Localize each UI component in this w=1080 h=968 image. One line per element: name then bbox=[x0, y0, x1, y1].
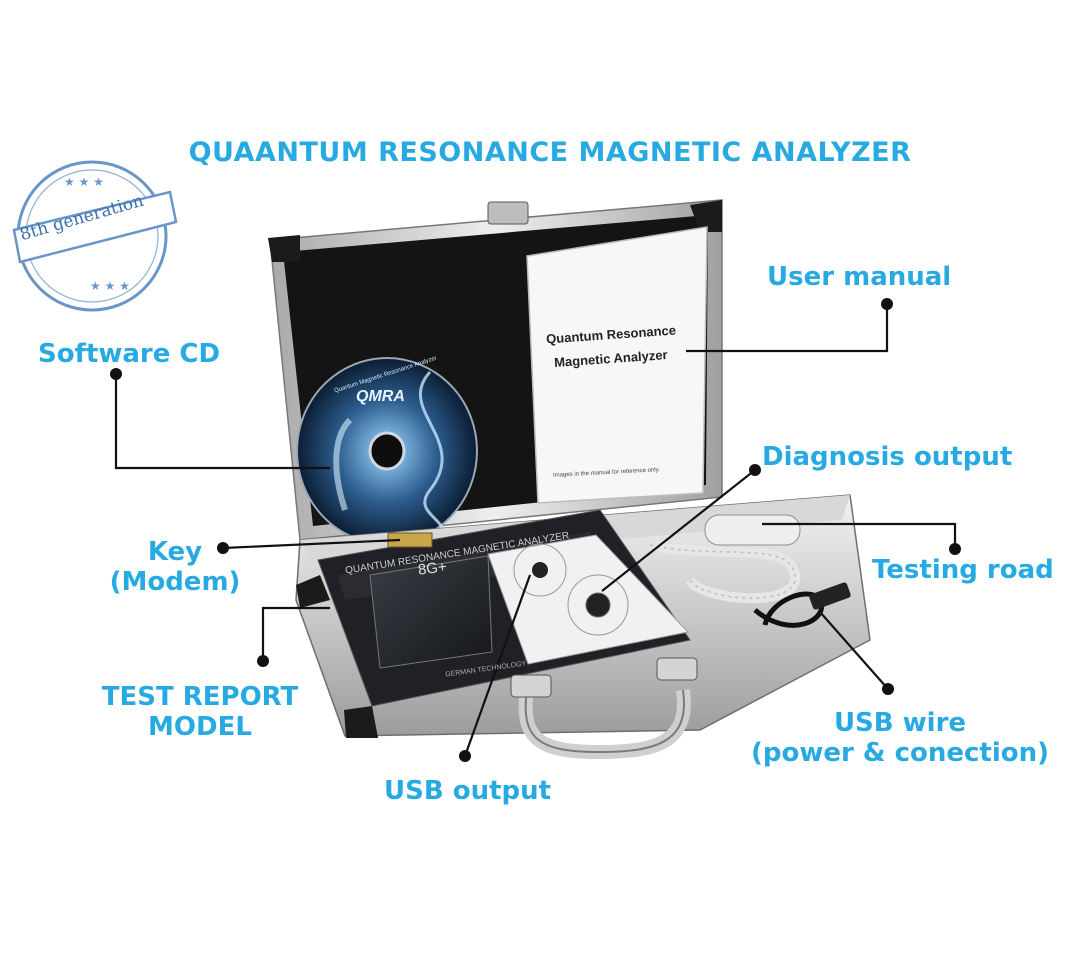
callout-usb-wire-line1: USB wire bbox=[833, 708, 967, 738]
callout-usb-wire: USB wire (power & conection) bbox=[735, 708, 1065, 769]
user-manual-booklet bbox=[526, 226, 708, 504]
case-base bbox=[295, 494, 871, 760]
callout-diagnosis-output: Diagnosis output bbox=[762, 442, 1013, 472]
generation-stamp: ★ ★ ★ ★ ★ ★ bbox=[12, 160, 178, 312]
callout-key-line1: Key bbox=[147, 537, 203, 567]
testing-rod bbox=[648, 514, 801, 604]
svg-text:★ ★ ★: ★ ★ ★ bbox=[90, 279, 130, 293]
cd-logo: QMRA bbox=[356, 388, 405, 405]
callout-usb-output: USB output bbox=[384, 776, 552, 806]
callout-test-report-line2: MODEL bbox=[148, 711, 252, 742]
callout-user-manual: User manual bbox=[767, 262, 952, 292]
device-model: 8G+ bbox=[417, 558, 448, 579]
usb-cable bbox=[753, 582, 851, 628]
leader-lines bbox=[110, 298, 961, 762]
callout-testing-road: Testing road bbox=[872, 555, 1054, 585]
callout-usb-wire-line2: (power & conection) bbox=[750, 737, 1050, 768]
callout-key: Key (Modem) bbox=[100, 537, 250, 598]
diagram-title: QUAANTUM RESONANCE MAGNETIC ANALYZER bbox=[188, 137, 912, 168]
callout-test-report: TEST REPORT MODEL bbox=[80, 682, 320, 743]
software-cd bbox=[296, 357, 478, 545]
callout-test-report-line1: TEST REPORT bbox=[101, 682, 299, 712]
callout-key-line2: (Modem) bbox=[109, 566, 241, 597]
callout-software-cd: Software CD bbox=[38, 339, 221, 369]
svg-text:★ ★ ★: ★ ★ ★ bbox=[64, 175, 104, 189]
